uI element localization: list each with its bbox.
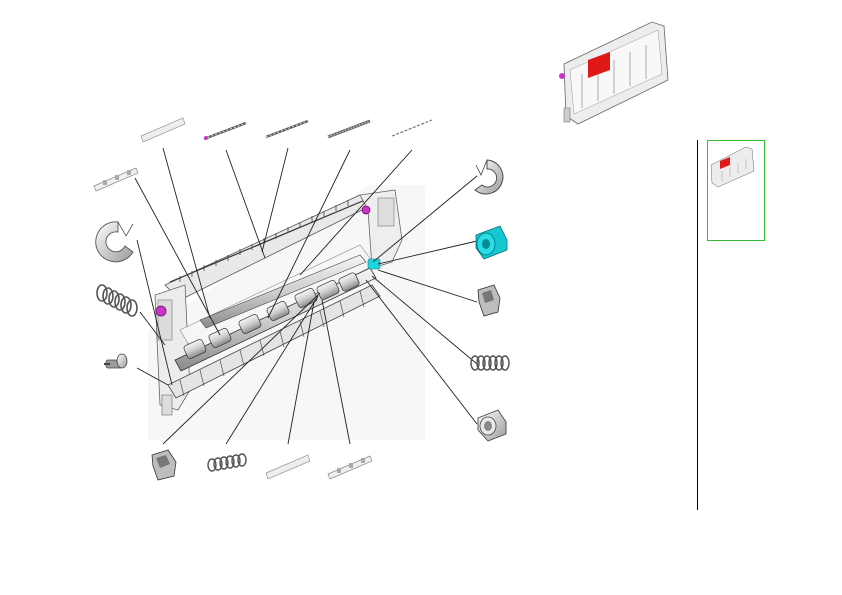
part-compression-spring-right	[470, 355, 510, 371]
part-bearing-right	[477, 409, 507, 442]
part-pin-left	[104, 353, 128, 369]
part-compression-spring-bottom	[207, 453, 247, 472]
part-coil-spring-long	[327, 119, 371, 139]
page-thumbnail-frame[interactable]	[707, 140, 765, 241]
part-spring-rod-2	[265, 119, 309, 139]
part-cyan-bushing	[475, 225, 508, 260]
part-thin-wire-spring	[391, 119, 433, 137]
main-assembly	[148, 185, 425, 440]
part-compression-spring-left	[96, 284, 138, 317]
part-bracket-bottom	[151, 449, 177, 481]
part-e-ring-right	[474, 159, 504, 195]
part-e-ring-left	[95, 221, 134, 263]
part-plain-strip-bottom	[265, 454, 311, 480]
part-guide-strip-small	[93, 167, 139, 192]
part-bracket-right	[477, 284, 501, 317]
leader-lines	[134, 147, 478, 445]
panel-divider	[697, 140, 698, 510]
assembly-overview-icon	[552, 12, 680, 130]
page-thumbnail-icon	[710, 146, 755, 188]
part-guide-strip-bottom	[327, 455, 373, 480]
part-plain-strip-top	[140, 117, 186, 143]
part-spring-rod-1	[203, 121, 247, 141]
